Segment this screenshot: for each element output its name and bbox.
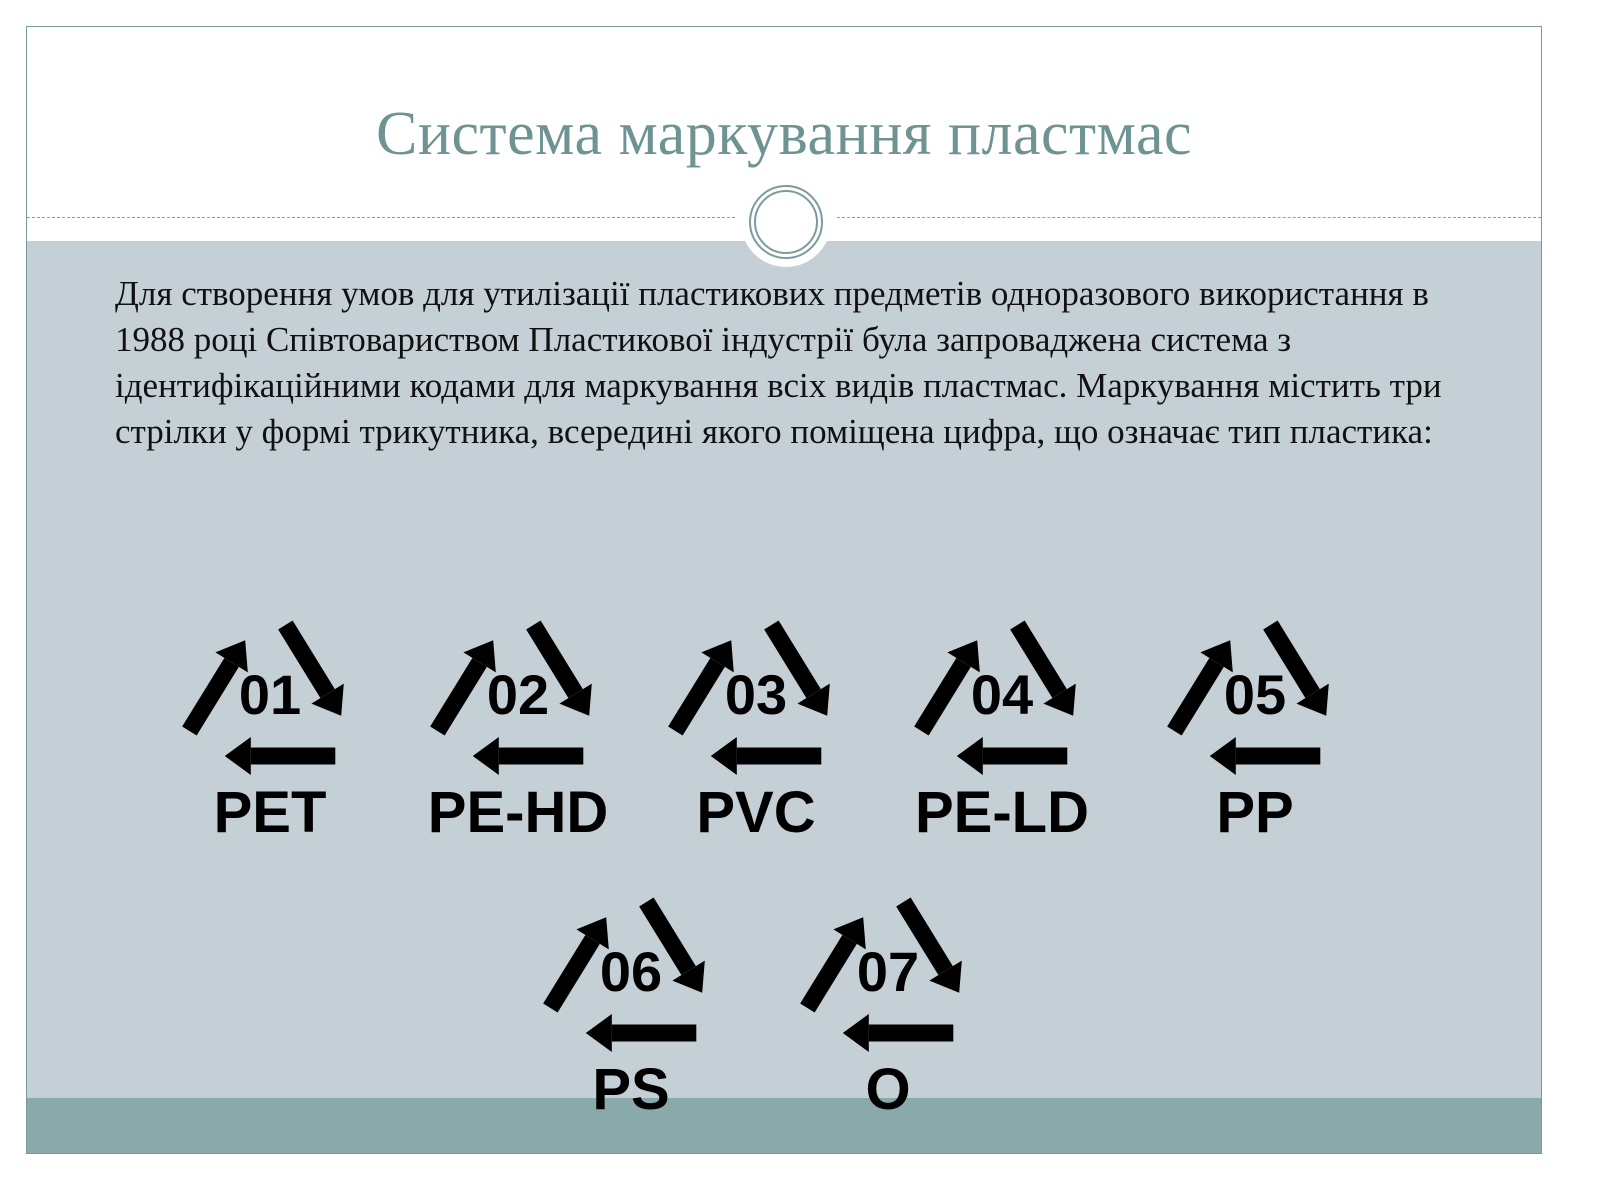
slide-title: Система маркування пластмас (375, 100, 1193, 168)
slide: Система маркування пластмас Для створенн… (26, 26, 1542, 1154)
ornament-inner-ring (754, 190, 818, 254)
recycling-triangle-icon (430, 620, 592, 775)
arrow-shaft (1167, 657, 1224, 736)
code-number: 07 (857, 940, 919, 1003)
arrow-head (1200, 640, 1233, 673)
recycling-triangle-icon (914, 620, 1076, 775)
arrow-head (585, 1014, 612, 1052)
double-circle-icon (741, 177, 831, 267)
code-number: 05 (1224, 663, 1286, 726)
arrow-shaft (764, 620, 821, 699)
arrow-shaft (1010, 620, 1067, 699)
recycling-triangle-icon (668, 620, 830, 775)
code-number: 04 (971, 663, 1033, 726)
arrow-head (1209, 737, 1236, 775)
arrow-head (797, 683, 830, 716)
arrow-shaft (914, 657, 971, 736)
arrow-head (842, 1014, 869, 1052)
code-label: PE-HD (428, 780, 608, 845)
arrow-head (1043, 683, 1076, 716)
arrow-shaft (182, 657, 239, 736)
recycling-triangle-icon (543, 897, 705, 1052)
recycling-triangle-icon (182, 620, 344, 775)
ornament-outer-ring (749, 185, 823, 259)
arrow-head (947, 640, 980, 673)
arrow-shaft (668, 657, 725, 736)
code-number: 03 (725, 663, 787, 726)
arrow-shaft (896, 897, 953, 976)
code-label: PS (592, 1057, 669, 1122)
arrow-head (311, 683, 344, 716)
code-number: 01 (239, 663, 301, 726)
arrow-head (224, 737, 251, 775)
arrow-head (559, 683, 592, 716)
arrow-head (215, 640, 248, 673)
arrow-head (472, 737, 499, 775)
arrow-shaft (278, 620, 335, 699)
recycling-triangle-icon (800, 897, 962, 1052)
arrow-head (576, 917, 609, 950)
title-divider-right (837, 217, 1541, 218)
footer-bar (27, 1098, 1541, 1153)
arrow-shaft (639, 897, 696, 976)
arrow-shaft (800, 934, 857, 1013)
body-text: Для створення умов для утилізації пласти… (115, 274, 1442, 451)
code-label: O (865, 1057, 910, 1122)
code-label: PVC (696, 780, 815, 845)
arrow-head (463, 640, 496, 673)
code-number: 02 (487, 663, 549, 726)
code-label: PP (1216, 780, 1293, 845)
recycling-triangle-icon (1167, 620, 1329, 775)
arrow-head (672, 960, 705, 993)
code-label: PET (214, 780, 327, 845)
arrow-head (1296, 683, 1329, 716)
arrow-shaft (526, 620, 583, 699)
arrow-head (929, 960, 962, 993)
arrow-head (701, 640, 734, 673)
arrow-head (710, 737, 737, 775)
arrow-shaft (1263, 620, 1320, 699)
code-label: PE-LD (915, 780, 1089, 845)
recycling-code-07: 07O (800, 897, 962, 1122)
title-divider-left (27, 217, 735, 218)
arrow-head (956, 737, 983, 775)
arrow-shaft (543, 934, 600, 1013)
arrow-head (833, 917, 866, 950)
arrow-shaft (430, 657, 487, 736)
code-number: 06 (600, 940, 662, 1003)
